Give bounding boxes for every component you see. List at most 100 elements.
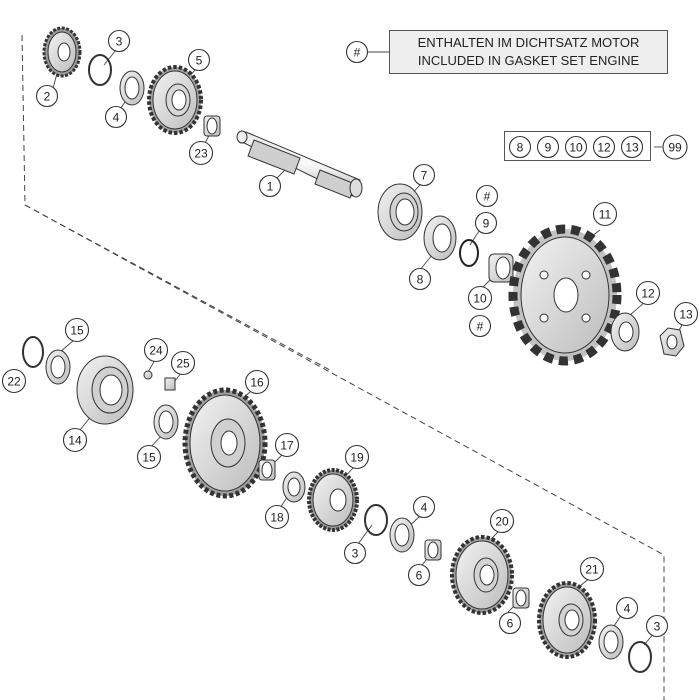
callout-label: 23 [194, 147, 208, 161]
callout-circle [673, 301, 699, 327]
callout-circle [412, 495, 436, 519]
callout-balloons: 23452317#911810#121315222425161415171918… [1, 29, 699, 638]
callout-label: 11 [599, 208, 612, 222]
part-washer-4a [119, 70, 145, 106]
callout-label: 25 [176, 357, 190, 371]
callout-balloon-c-22: 22 [1, 368, 27, 394]
callout-balloon-c-25: 25 [170, 350, 196, 376]
part-small-gear-2 [42, 26, 82, 78]
part-gear-20 [450, 535, 514, 615]
part-washer-15a [45, 349, 71, 385]
callout-circle [407, 563, 431, 587]
callout-circle [244, 369, 270, 395]
callout-label: 10 [473, 292, 487, 306]
callout-label: 2 [44, 90, 51, 104]
callout-balloon-c-21: 21 [579, 556, 605, 582]
callout-circle [258, 174, 282, 198]
callout-circle [468, 314, 492, 338]
callout-circle [1, 368, 27, 394]
gasket-set-number: 99 [668, 141, 682, 155]
callout-label: 1 [267, 180, 274, 194]
part-large-gear-16 [182, 387, 268, 499]
part-lock-washer-12 [610, 312, 640, 352]
gasket-item-balloon: 13 [620, 135, 644, 159]
callout-circle [412, 163, 436, 187]
callout-label: 4 [624, 602, 631, 616]
callout-label: 13 [679, 308, 693, 322]
part-ring-3c [628, 641, 652, 673]
part-washer-18 [282, 471, 306, 503]
callout-balloon-c-3c: 3 [645, 614, 669, 638]
part-seal-8 [423, 215, 457, 261]
callout-balloon-c-14: 14 [62, 427, 88, 453]
callout-balloon-c-12: 12 [635, 280, 661, 306]
callout-circle [498, 611, 522, 635]
callout-circle [62, 427, 88, 453]
part-pin-25 [164, 377, 176, 391]
callout-label: 3 [116, 35, 123, 49]
callout-balloon-c-20: 20 [489, 508, 515, 534]
part-needle-bearing-17 [258, 459, 276, 481]
part-ball-bearing-7 [377, 183, 423, 241]
callout-balloon-c-4a: 4 [104, 105, 128, 129]
callout-circle [104, 105, 128, 129]
callout-label: 8 [417, 273, 424, 287]
part-needle-bearing-23 [203, 115, 221, 137]
callout-balloon-c-24: 24 [143, 337, 169, 363]
callout-balloon-c-5: 5 [187, 48, 211, 72]
callout-label: 5 [196, 54, 203, 68]
callout-label: 4 [421, 501, 428, 515]
gasket-item-label: 10 [569, 141, 583, 155]
callout-balloon-c-hash1: # [475, 184, 499, 208]
callout-circle [579, 556, 605, 582]
part-gear-21 [537, 581, 597, 659]
callout-label: 12 [641, 287, 655, 301]
part-ball-24 [143, 370, 153, 380]
callout-circle [170, 350, 196, 376]
gasket-set-balloons: 8 9 10 12 13 99 [508, 134, 688, 160]
part-washer-15b [153, 404, 179, 440]
callout-balloon-c-8: 8 [408, 267, 432, 291]
callout-circle [615, 596, 639, 620]
gasket-item-label: 8 [517, 141, 524, 155]
callout-label: 17 [280, 439, 294, 453]
callout-circle [264, 504, 290, 530]
callout-circle [64, 317, 90, 343]
callout-circle [645, 614, 669, 638]
callout-label: 18 [270, 511, 284, 525]
callout-circle [188, 140, 214, 166]
callout-label: # [484, 190, 491, 204]
callout-balloon-c-13: 13 [673, 301, 699, 327]
legend-symbol-balloon: # [345, 40, 369, 64]
callout-circle [489, 508, 515, 534]
part-sprocket-11 [508, 224, 622, 366]
callout-label: 9 [483, 217, 490, 231]
callout-balloon-c-1: 1 [258, 174, 282, 198]
legend-line-german: ENTHALTEN IM DICHTSATZ MOTOR [417, 35, 640, 50]
callout-label: # [477, 320, 484, 334]
callout-label: 24 [149, 344, 163, 358]
callout-balloon-c-4b: 4 [412, 495, 436, 519]
gasket-item-balloon: 9 [536, 135, 560, 159]
callout-label: 20 [495, 515, 509, 529]
gasket-set-legend: ENTHALTEN IM DICHTSATZ MOTOR INCLUDED IN… [389, 30, 668, 74]
callout-circle [467, 285, 493, 311]
part-o-ring-9 [459, 239, 479, 267]
callout-balloon-c-16: 16 [244, 369, 270, 395]
part-washer-4b [389, 517, 415, 553]
callout-label: 14 [68, 434, 82, 448]
callout-label: 3 [352, 547, 359, 561]
part-main-shaft-1 [236, 130, 363, 199]
callout-circle [143, 337, 169, 363]
gasket-item-label: 9 [545, 141, 552, 155]
part-gear-5 [147, 65, 203, 135]
callout-balloon-c-4c: 4 [615, 596, 639, 620]
callout-circle [343, 541, 367, 565]
callout-circle [592, 201, 618, 227]
part-gear-19 [307, 468, 359, 532]
callout-balloon-c-2: 2 [35, 84, 59, 108]
callout-label: 3 [654, 620, 661, 634]
callout-label: 21 [585, 563, 599, 577]
part-ring-3b [364, 504, 388, 536]
